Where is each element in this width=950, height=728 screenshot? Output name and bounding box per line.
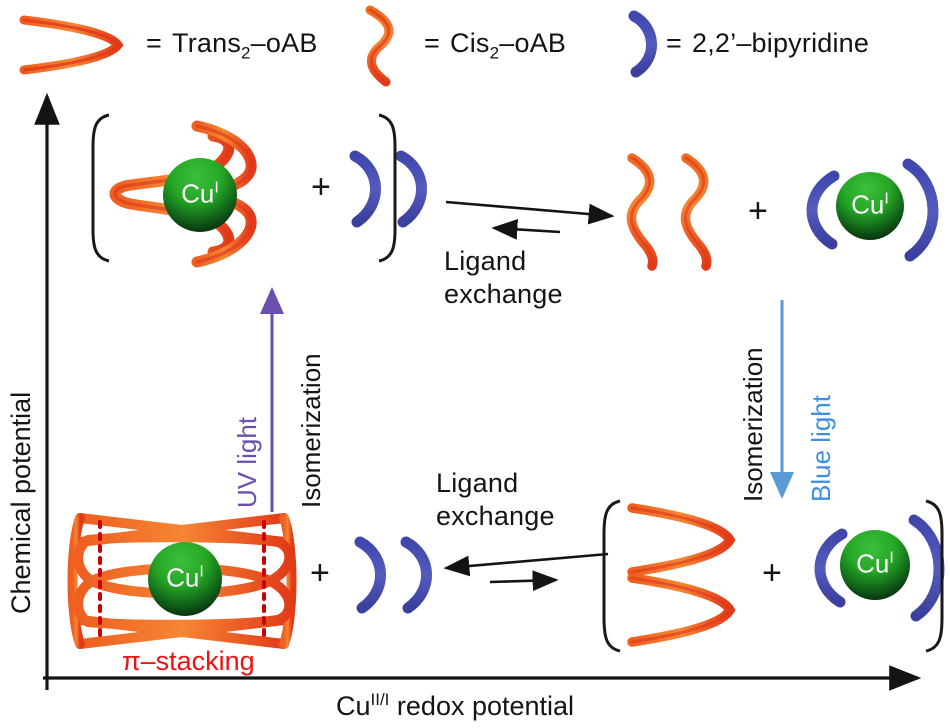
- plus-sign-bottom-left: +: [310, 554, 330, 592]
- x-axis-label: CuII/I redox potential: [336, 690, 575, 721]
- trans-oab-glyph: [14, 10, 144, 80]
- pi-stacked-macrocycle: [67, 513, 297, 649]
- equilibrium-arrows-bottom: [443, 552, 609, 592]
- trans-oab-free-pair: [627, 503, 736, 647]
- legend-item-2-equals: =: [666, 28, 682, 58]
- bipyridine-left-icon: [806, 170, 840, 250]
- pi-stacking-label: π–stacking: [122, 646, 255, 676]
- copper-sphere: CuI: [836, 172, 904, 240]
- bipyridine-pair-bottom-left: [354, 536, 432, 614]
- copper-label: CuI: [856, 548, 894, 579]
- copper-sphere: CuI: [840, 530, 910, 600]
- bipyridine-right-icon: [902, 158, 939, 262]
- bipyridine-right-icon: [908, 514, 945, 622]
- bipyridine-glyph: [624, 10, 668, 78]
- species-bottom-left: CuI π–stacking +: [58, 506, 432, 686]
- bracket-right-top: [378, 113, 397, 263]
- copper-label: CuI: [181, 178, 219, 209]
- bracket-left-bottom: [602, 499, 621, 653]
- legend-item-2-label: 2,2’–bipyridine: [692, 28, 870, 58]
- cis-oab-free-pair: [626, 153, 712, 271]
- plus-sign-top-right: +: [748, 192, 768, 230]
- legend-item-1-label: Cis2–oAB: [450, 28, 567, 63]
- bracket-left-top: [91, 113, 110, 263]
- cis-oab-glyph: [356, 4, 416, 88]
- copper-sphere: CuI: [148, 542, 222, 616]
- species-top-right: + CuI: [620, 150, 950, 280]
- copper-label: CuI: [851, 189, 889, 220]
- ligand-exchange-label-top: Ligand exchange: [444, 246, 563, 309]
- plus-sign-bottom-right: +: [762, 554, 782, 592]
- uv-light-arrow: [260, 287, 284, 512]
- species-bottom-right: + CuI: [596, 498, 950, 664]
- ligand-exchange-label-bottom: Ligand exchange: [436, 468, 555, 531]
- copper-label: CuI: [166, 562, 204, 593]
- equilibrium-arrows-top: [445, 200, 615, 240]
- legend: = Trans2–oAB = Cis2–oAB = 2,2’–bipyridin…: [0, 0, 950, 92]
- species-top-left: CuI +: [85, 112, 427, 272]
- legend-item-0-equals: =: [146, 28, 162, 58]
- bipyridine-copper-complex-top: CuI: [788, 156, 950, 268]
- legend-item-1-equals: =: [424, 28, 440, 58]
- bipyridine-pair-top-left: [349, 150, 427, 228]
- plus-sign-top-left: +: [311, 168, 331, 206]
- legend-item-0-label: Trans2–oAB: [172, 28, 318, 63]
- copper-sphere: CuI: [163, 158, 237, 232]
- bipyridine-left-icon: [814, 528, 848, 608]
- blue-light-arrow: [770, 300, 794, 499]
- bracket-right-bottom: [925, 499, 944, 653]
